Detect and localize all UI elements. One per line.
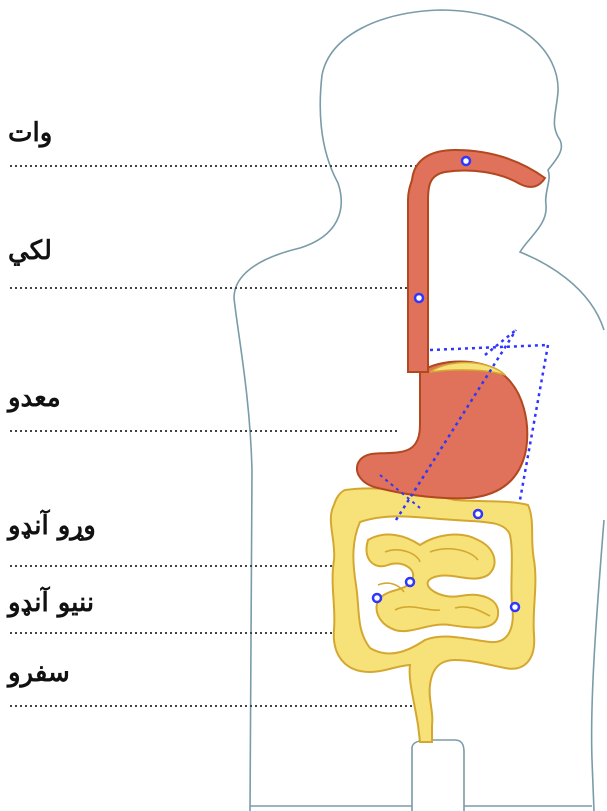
- marker-dot: [373, 594, 381, 602]
- blue-dotted-line: [430, 345, 548, 350]
- label-stomach: معدو: [8, 385, 61, 411]
- marker-dot: [415, 294, 423, 302]
- leg-gap-outline: [412, 740, 464, 811]
- label-rectum: سفرو: [8, 660, 70, 686]
- label-small-intestine: وړو آنډو: [8, 513, 96, 539]
- blue-dotted-line: [485, 330, 516, 355]
- label-mouth: وات: [8, 120, 52, 146]
- marker-dot: [511, 603, 519, 611]
- label-esophagus: لکي: [8, 238, 52, 264]
- label-large-intestine: ننیو آنډو: [8, 590, 94, 616]
- marker-dot: [406, 578, 414, 586]
- stomach: [357, 362, 527, 499]
- marker-dot: [474, 510, 482, 518]
- marker-dot: [462, 157, 470, 165]
- esophagus: [408, 150, 545, 372]
